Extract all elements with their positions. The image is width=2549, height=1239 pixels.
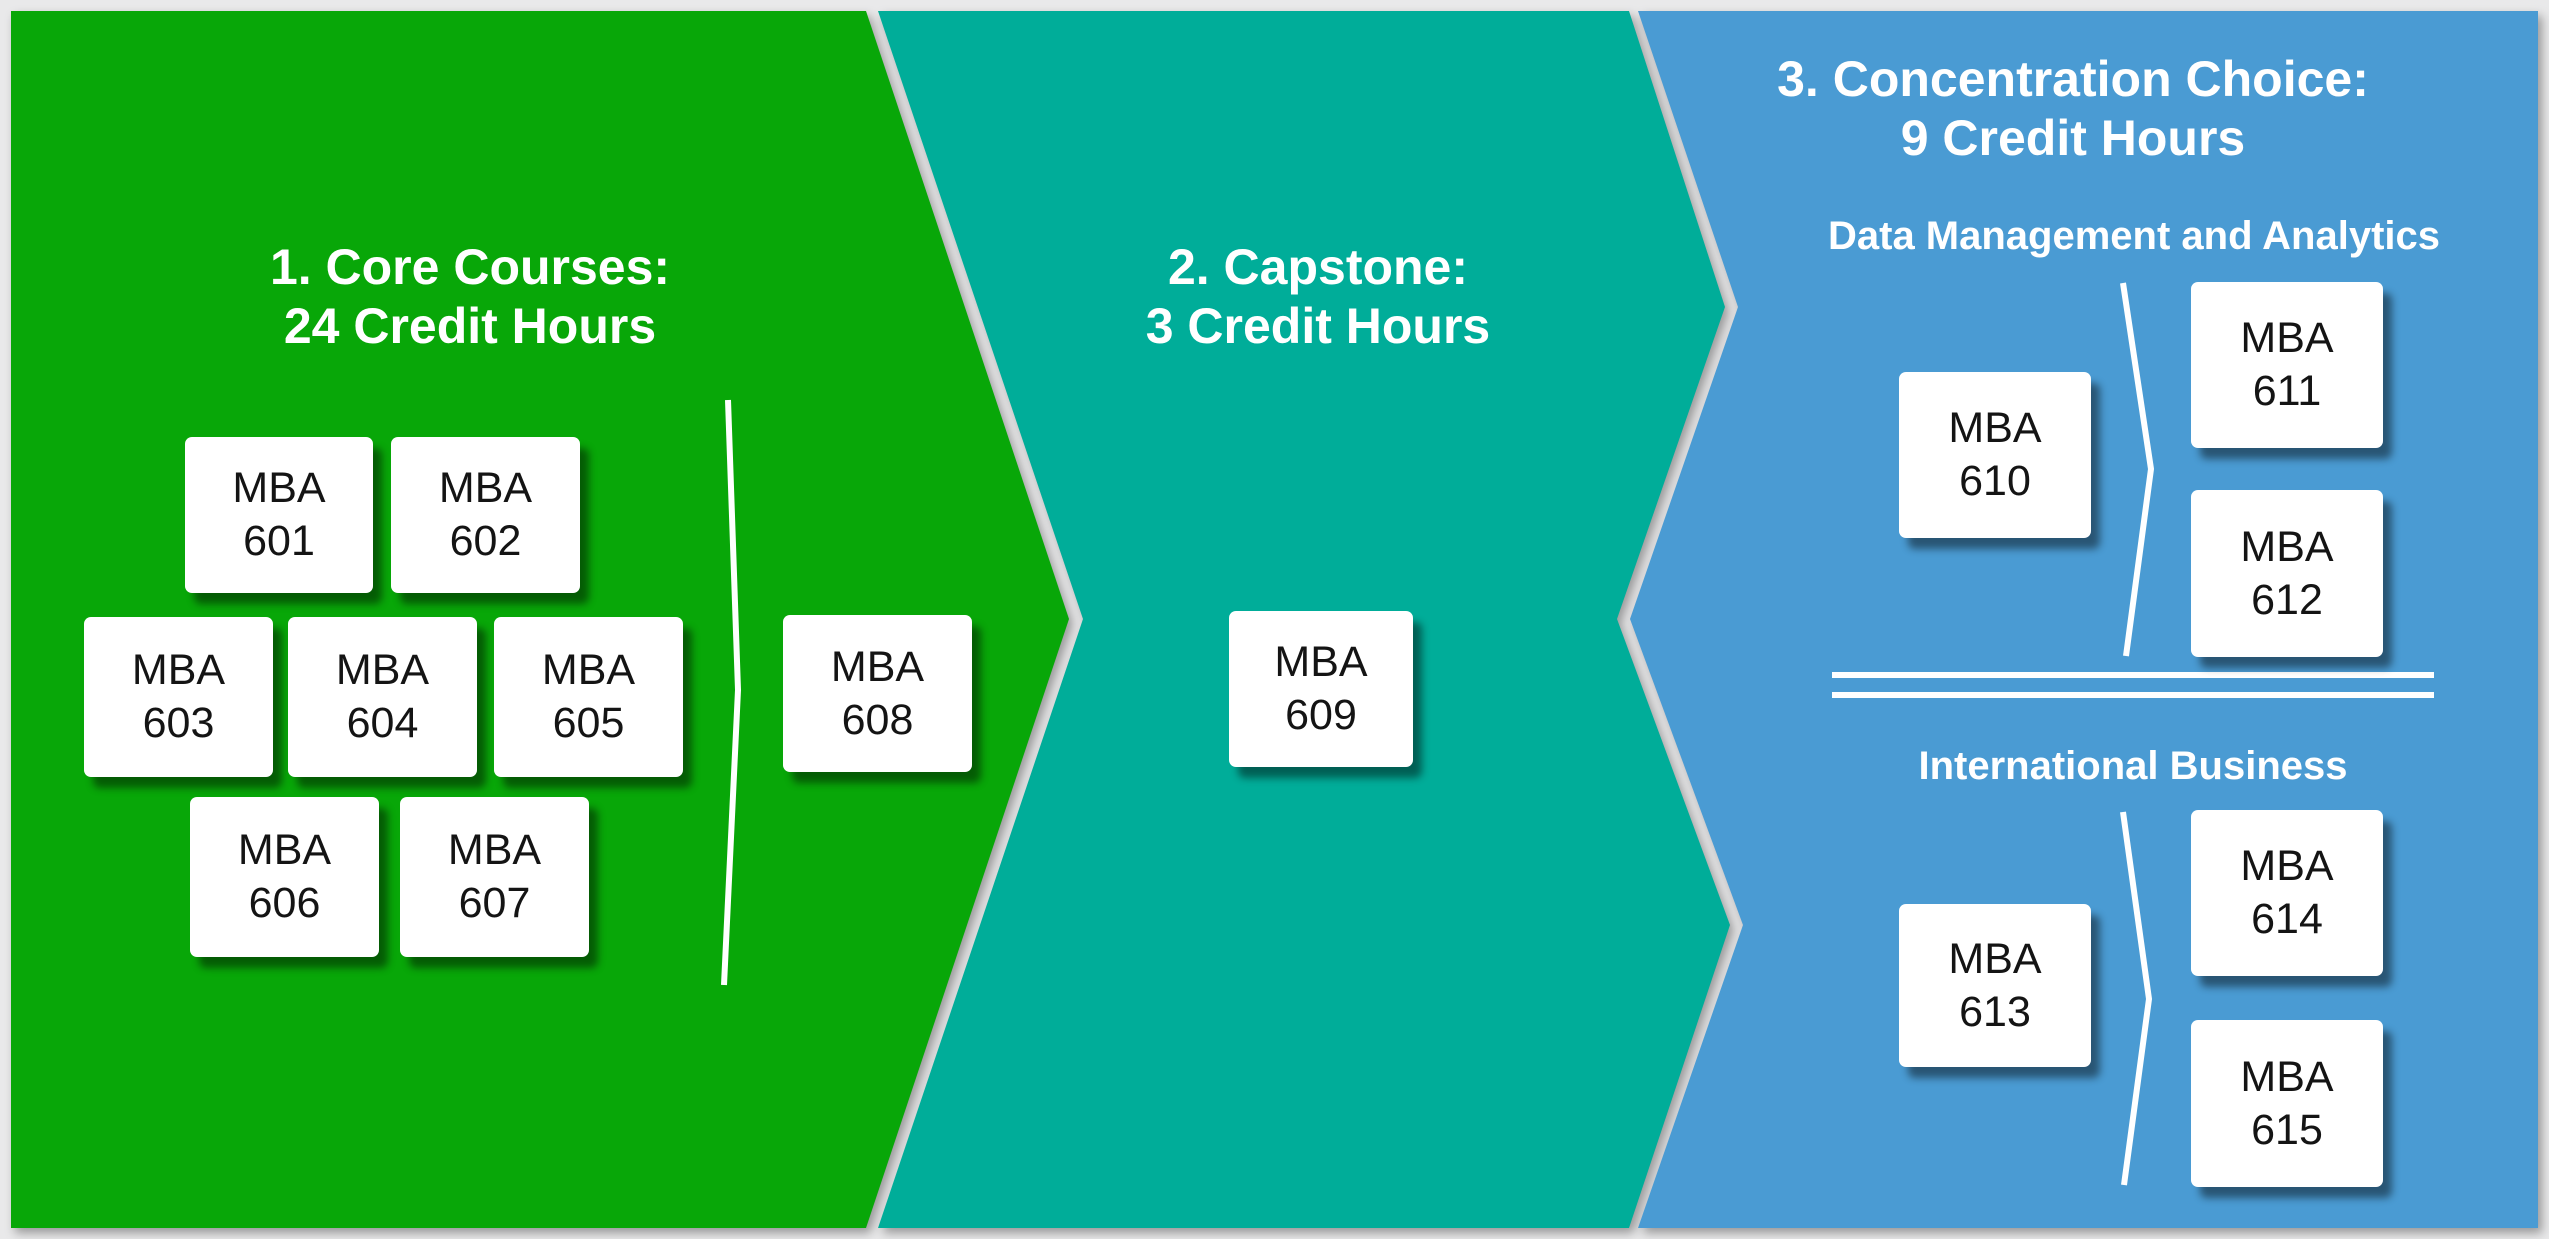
course-number: 603 <box>142 699 215 747</box>
core-grouping-line <box>721 399 741 986</box>
course-box-mba-607: MBA 607 <box>400 797 589 957</box>
stage-capstone-title: 2. Capstone: 3 Credit Hours <box>968 238 1668 356</box>
course-dept: MBA <box>2240 1052 2334 1101</box>
course-number: 614 <box>2251 895 2323 943</box>
track-international-business-label: International Business <box>1918 744 2348 788</box>
course-number: 601 <box>243 517 315 565</box>
course-box-mba-615: MBA 615 <box>2191 1020 2383 1187</box>
course-box-mba-610: MBA 610 <box>1899 372 2091 538</box>
course-box-mba-602: MBA 602 <box>391 437 580 593</box>
course-dept: MBA <box>131 646 226 694</box>
course-box-mba-608: MBA 608 <box>783 615 972 772</box>
stage-concentration-title-line2: 9 Credit Hours <box>1900 110 2246 166</box>
course-number: 607 <box>458 879 531 927</box>
course-box-mba-611: MBA 611 <box>2191 282 2383 448</box>
course-number: 610 <box>1959 457 2031 505</box>
course-number: 611 <box>2252 367 2322 415</box>
course-dept: MBA <box>447 826 542 874</box>
stage-core-title: 1. Core Courses: 24 Credit Hours <box>120 238 820 356</box>
course-number: 606 <box>248 879 321 927</box>
course-number: 605 <box>552 699 625 747</box>
course-dept: MBA <box>830 642 925 691</box>
course-dept: MBA <box>1948 934 2042 983</box>
course-number: 613 <box>1959 987 2031 1036</box>
course-dept: MBA <box>335 646 430 694</box>
course-box-mba-603: MBA 603 <box>84 617 273 777</box>
track-data-management-label: Data Management and Analytics <box>1827 214 2440 258</box>
course-box-mba-605: MBA 605 <box>494 617 683 777</box>
course-dept: MBA <box>438 464 533 512</box>
stage-capstone-title-line2: 3 Credit Hours <box>1145 298 1491 354</box>
course-dept: MBA <box>2240 314 2334 362</box>
course-box-mba-613: MBA 613 <box>1899 904 2091 1067</box>
stage-capstone-title-line1: 2. Capstone: <box>1167 239 1469 295</box>
stage-core-title-line2: 24 Credit Hours <box>283 298 657 354</box>
course-number: 609 <box>1285 691 1357 739</box>
course-box-mba-601: MBA 601 <box>185 437 373 593</box>
course-box-mba-604: MBA 604 <box>288 617 477 777</box>
course-dept: MBA <box>541 646 636 694</box>
course-number: 604 <box>346 699 419 747</box>
course-box-mba-614: MBA 614 <box>2191 810 2383 976</box>
course-dept: MBA <box>237 826 332 874</box>
course-box-mba-609: MBA 609 <box>1229 611 1413 767</box>
course-number: 612 <box>2251 575 2323 624</box>
ib-choice-bracket-line <box>2120 811 2152 1186</box>
course-dept: MBA <box>2240 842 2334 890</box>
stage-core-title-line1: 1. Core Courses: <box>269 239 671 295</box>
course-box-mba-606: MBA 606 <box>190 797 379 957</box>
stage-concentration-title-line1: 3. Concentration Choice: <box>1777 51 2369 107</box>
stage-concentration-title: 3. Concentration Choice: 9 Credit Hours <box>1723 50 2423 168</box>
course-number: 602 <box>449 517 522 565</box>
course-box-mba-612: MBA 612 <box>2191 490 2383 657</box>
course-number: 608 <box>841 695 914 744</box>
course-dept: MBA <box>1274 638 1368 686</box>
course-dept: MBA <box>1948 404 2042 452</box>
course-dept: MBA <box>232 464 326 512</box>
course-dept: MBA <box>2240 522 2334 571</box>
dma-choice-bracket-line <box>2120 282 2154 657</box>
course-number: 615 <box>2251 1105 2323 1154</box>
